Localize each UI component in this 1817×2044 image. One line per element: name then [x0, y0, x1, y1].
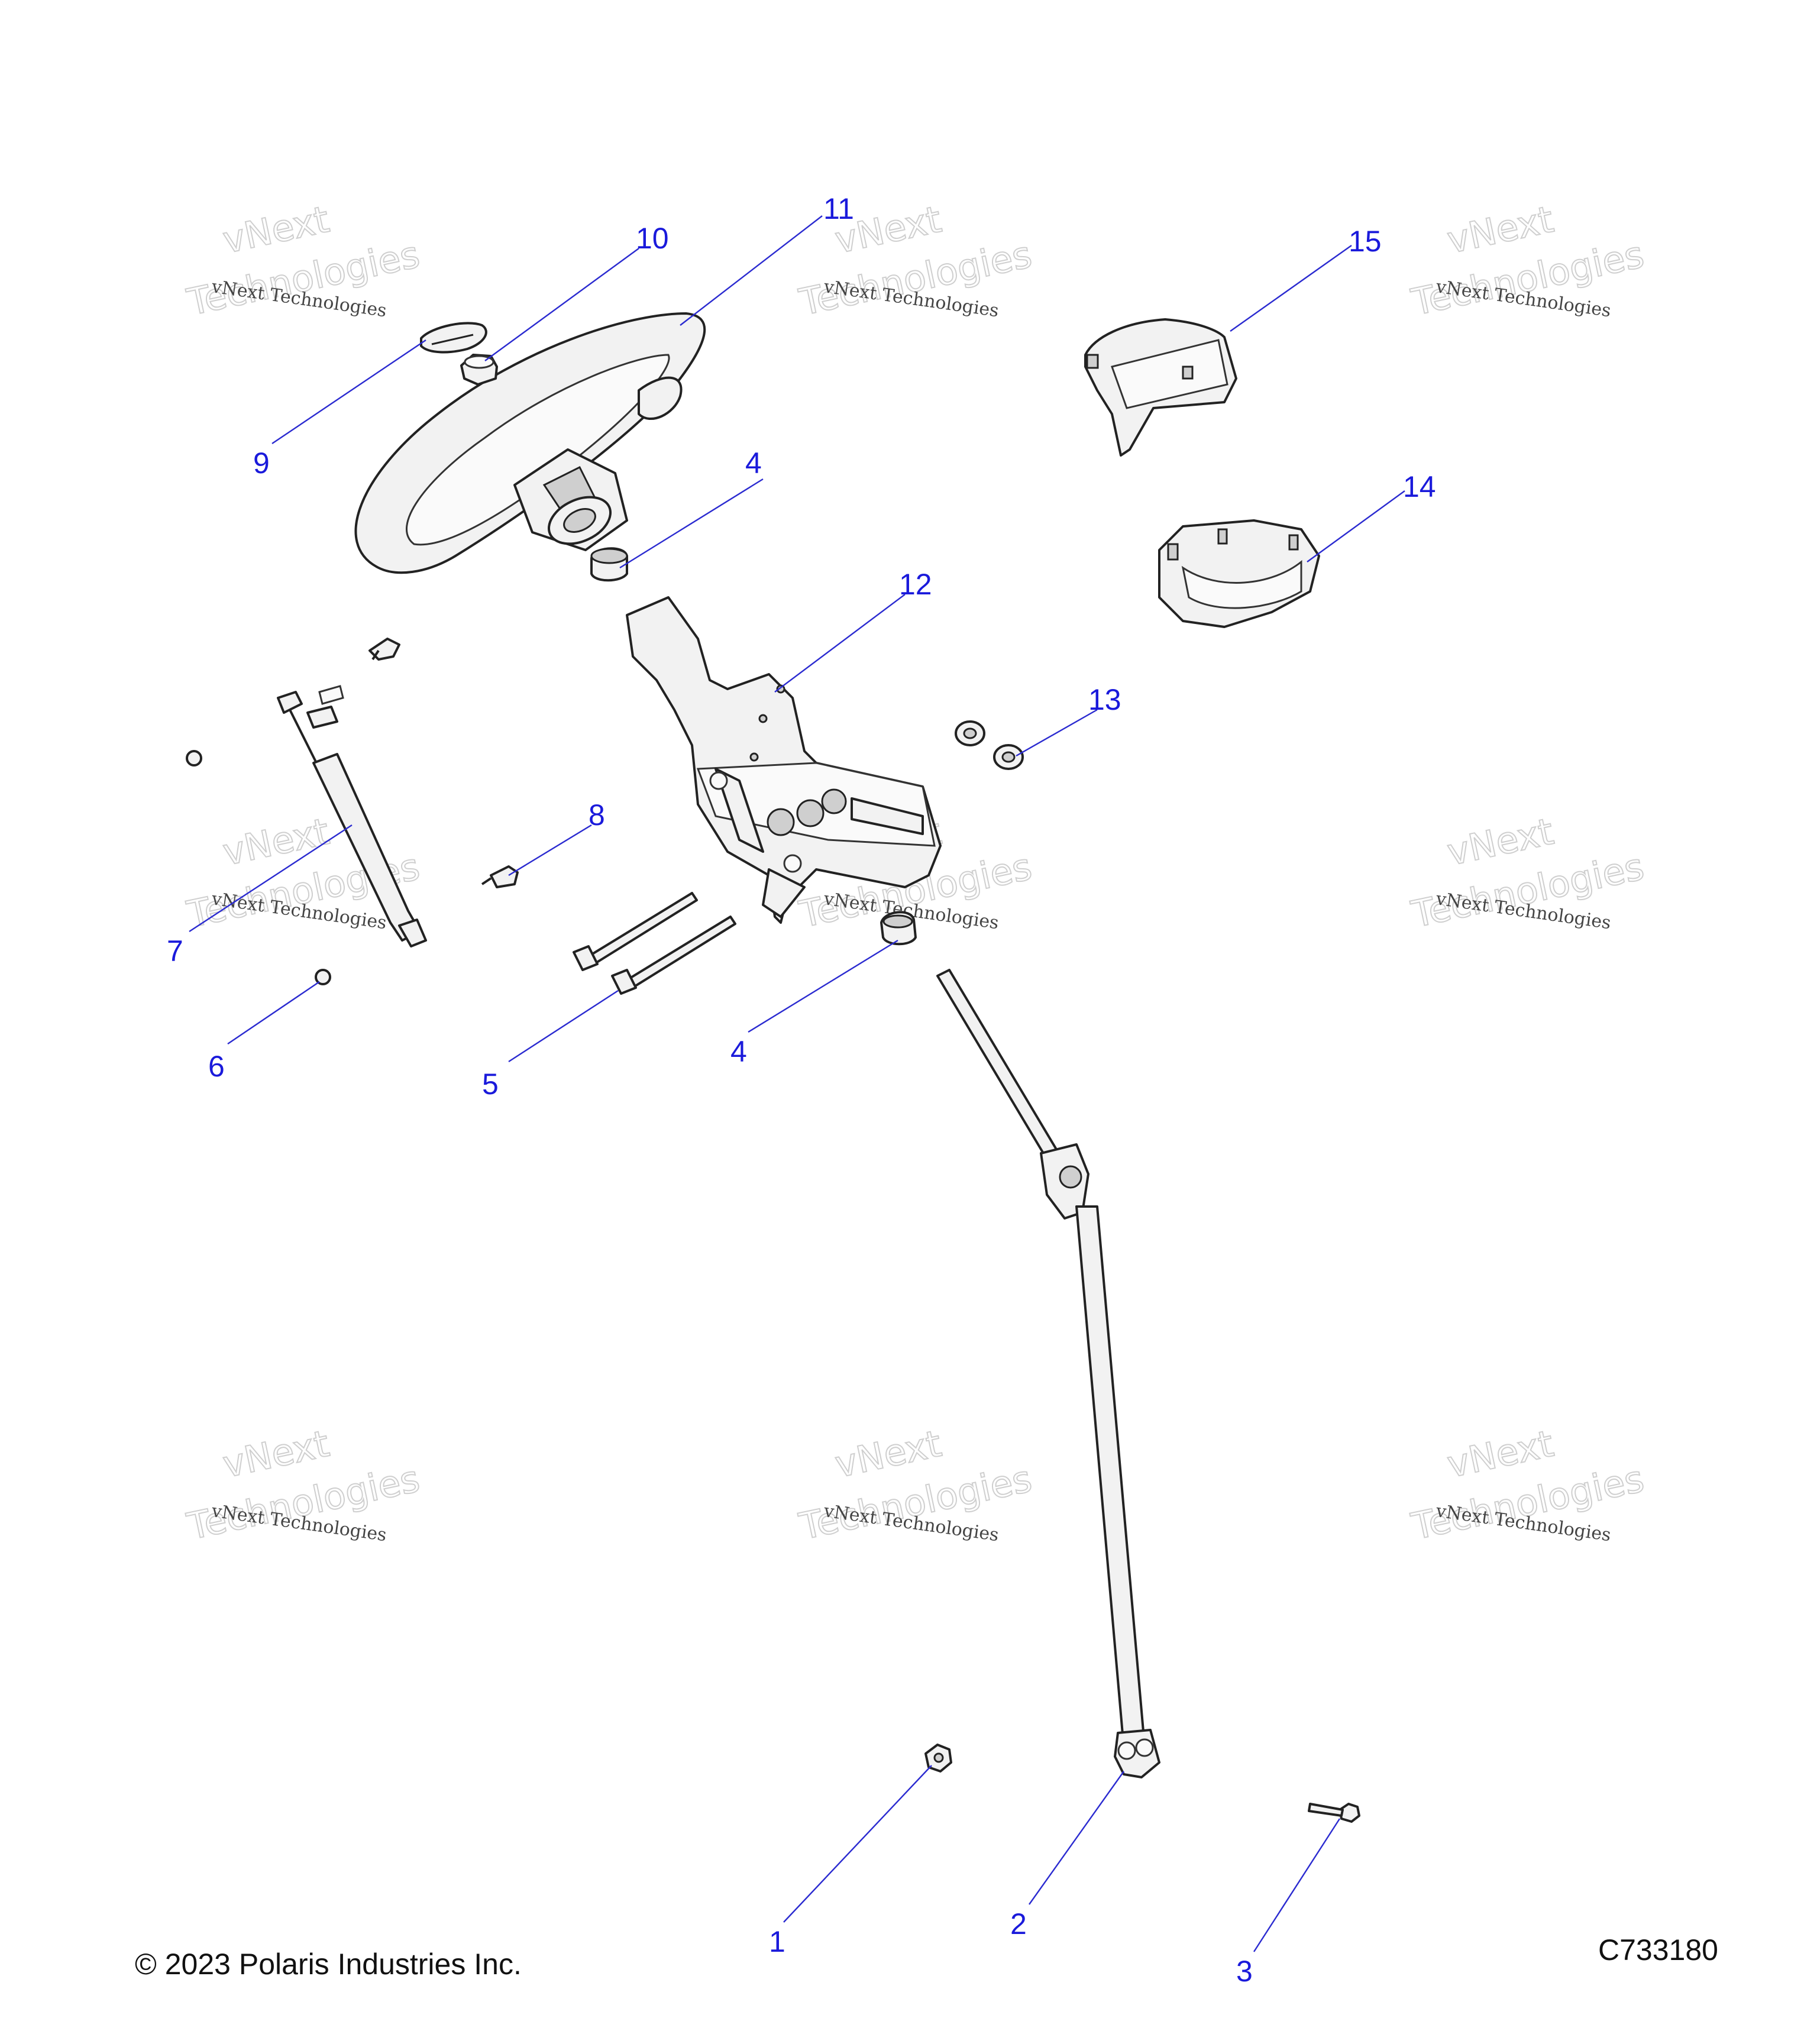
- copyright-notice: © 2023 Polaris Industries Inc.: [135, 1948, 522, 1981]
- callout-8: 8: [589, 798, 605, 832]
- leader-line-6: [227, 981, 320, 1044]
- callout-4-upper: 4: [745, 447, 762, 480]
- watermark: vNext Technologies vNext Technologies: [1407, 1421, 1648, 1549]
- callout-14: 14: [1403, 470, 1436, 503]
- watermark: vNext Technologies vNext Technologies: [183, 197, 424, 325]
- watermark: vNext Technologies vNext Technologies: [1407, 809, 1648, 937]
- svg-text:vNext: vNext: [831, 1422, 945, 1486]
- upper-shroud-part: [1084, 318, 1237, 457]
- leader-line-5: [508, 989, 619, 1063]
- leader-line-10: [484, 248, 639, 361]
- flange-nut-part: [924, 1744, 952, 1773]
- strut-bolt-part: [368, 638, 400, 661]
- bushing-lower-part: [880, 911, 917, 946]
- steering-nut-part: [460, 354, 498, 386]
- horn-cap-part: [420, 322, 487, 354]
- callout-7: 7: [167, 934, 183, 968]
- svg-text:vNext: vNext: [1443, 810, 1557, 874]
- leader-line-12: [774, 594, 906, 693]
- svg-text:vNext: vNext: [219, 810, 332, 874]
- watermark: vNext Technologies vNext Technologies: [1407, 197, 1648, 325]
- grommet-part: [955, 720, 1024, 770]
- leader-line-13: [1016, 709, 1098, 757]
- hex-bolt-part: [1308, 1803, 1360, 1823]
- small-nut-part: [186, 750, 331, 985]
- steering-wheel-part: [354, 312, 706, 574]
- callout-9: 9: [253, 447, 270, 480]
- leader-line-3: [1253, 1818, 1341, 1952]
- leader-line-2: [1029, 1771, 1124, 1905]
- callout-15: 15: [1349, 225, 1382, 258]
- leader-line-9: [271, 339, 426, 444]
- callout-5: 5: [482, 1068, 499, 1101]
- leader-line-4a: [619, 478, 764, 569]
- leader-line-1: [783, 1765, 932, 1923]
- leader-line-8: [508, 824, 592, 877]
- callouts: 1 2 3 4 4 5 6 7 8 9 10 11 12 13 14 15: [167, 192, 1436, 1988]
- callout-13: 13: [1088, 683, 1121, 716]
- svg-text:vNext: vNext: [219, 1422, 332, 1486]
- callout-12: 12: [899, 568, 932, 601]
- callout-10: 10: [636, 222, 669, 255]
- callout-4-lower: 4: [730, 1035, 747, 1068]
- leader-line-7: [189, 824, 353, 933]
- leader-line-15: [1230, 245, 1352, 332]
- callout-3: 3: [1236, 1955, 1253, 1988]
- long-bolt-part: [573, 892, 736, 995]
- pivot-pin-part: [481, 865, 519, 888]
- svg-text:vNext: vNext: [1443, 198, 1557, 262]
- callout-2: 2: [1010, 1907, 1027, 1940]
- tilt-bracket-part: [626, 596, 942, 924]
- svg-text:vNext: vNext: [1443, 1422, 1557, 1486]
- leader-line-4b: [748, 939, 898, 1033]
- leader-lines: [189, 215, 1405, 1952]
- watermark: vNext Technologies vNext Technologies: [183, 1421, 424, 1549]
- callout-11: 11: [823, 192, 854, 225]
- leader-line-11: [680, 215, 823, 326]
- drawing-number: C733180: [1598, 1933, 1718, 1967]
- bushing-upper-part: [590, 547, 628, 582]
- svg-text:vNext: vNext: [219, 198, 332, 262]
- watermark: vNext Technologies vNext Technologies: [795, 1421, 1036, 1549]
- callout-1: 1: [769, 1925, 785, 1958]
- gas-strut-part: [277, 685, 427, 947]
- callout-6: 6: [208, 1050, 225, 1083]
- lower-shroud-part: [1158, 519, 1320, 628]
- leader-line-14: [1307, 490, 1405, 562]
- steering-shaft-part: [936, 969, 1160, 1778]
